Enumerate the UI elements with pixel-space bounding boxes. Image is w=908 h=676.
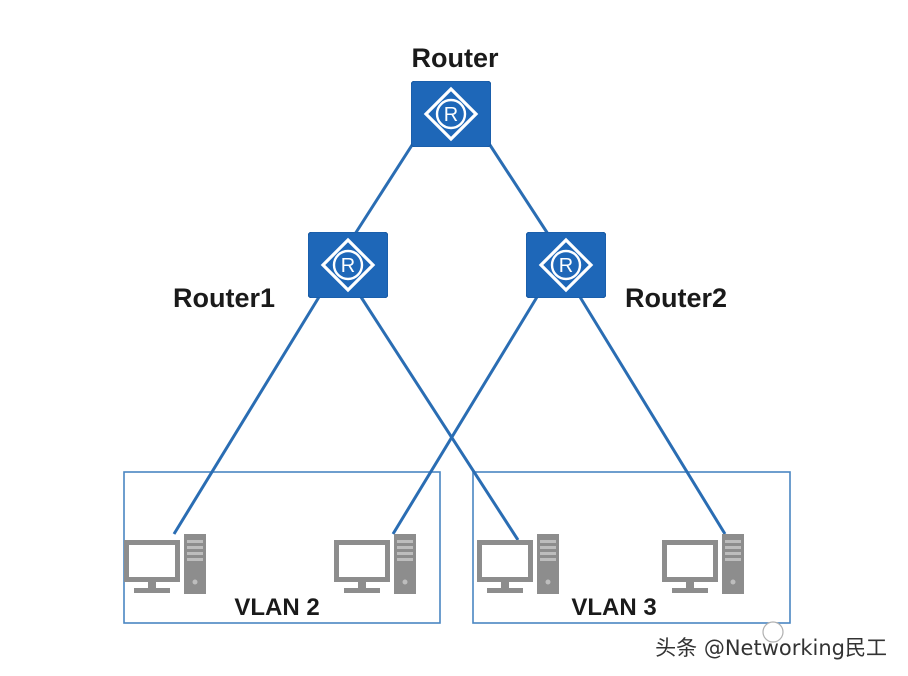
link-router-router1 — [353, 141, 416, 235]
router2-label: Router2 — [625, 283, 727, 313]
vlan2-label: VLAN 2 — [234, 594, 319, 621]
desktop-computer-icon — [124, 534, 206, 594]
watermark: 头条 @Networking民工 — [655, 621, 887, 660]
link-router-router2 — [486, 141, 550, 235]
links — [172, 141, 727, 541]
router-core: Router — [411, 43, 499, 147]
link-router1-pc3 — [359, 296, 520, 541]
router-core-label: Router — [412, 43, 499, 73]
link-router2-pc4 — [578, 296, 727, 535]
router-icon — [526, 232, 606, 298]
router1-label: Router1 — [173, 283, 275, 313]
vlan3-box — [472, 471, 791, 624]
wechat-icon — [762, 621, 784, 643]
watermark-text: 头条 @Networking民工 — [655, 636, 887, 660]
router-1: Router1 — [173, 232, 388, 313]
router-icon — [308, 232, 388, 298]
desktop-computer-icon — [334, 534, 416, 594]
vlan3-label: VLAN 3 — [571, 594, 656, 621]
desktop-computer-icon — [662, 534, 744, 594]
router-icon — [411, 81, 491, 147]
router-2: Router2 — [526, 232, 727, 313]
link-router1-pc1 — [172, 296, 321, 535]
link-router2-pc2 — [391, 296, 539, 535]
desktop-computer-icon — [477, 534, 559, 594]
